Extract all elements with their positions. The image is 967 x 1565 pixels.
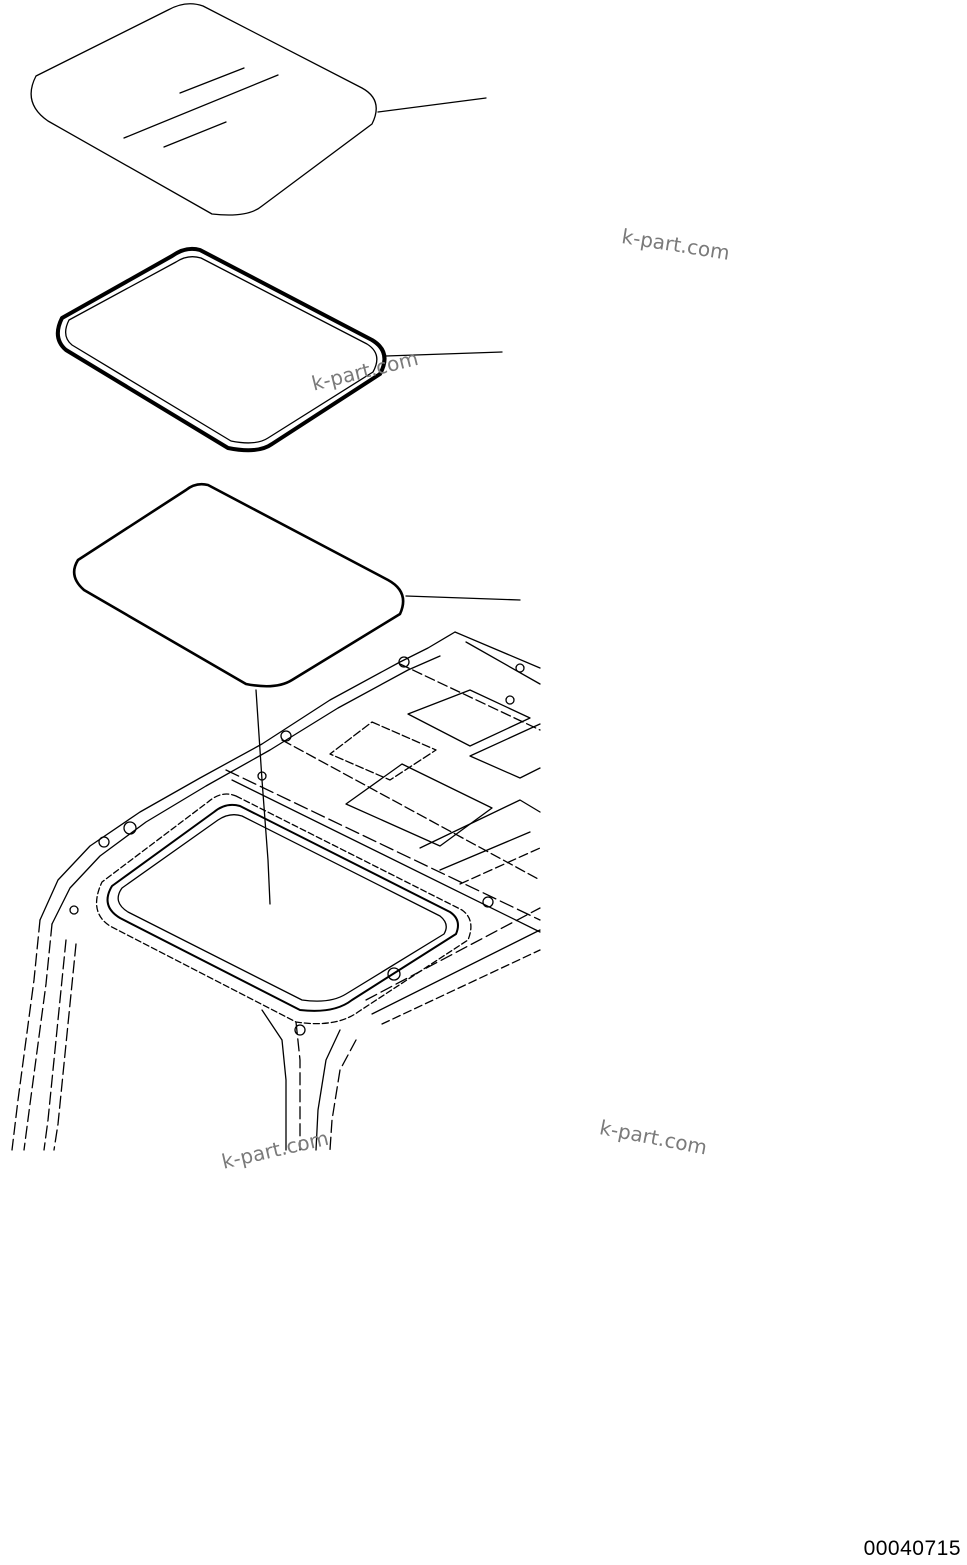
adhesive-frame	[72, 482, 405, 688]
leader-line-glass	[377, 97, 487, 113]
cab-roof-structure	[11, 631, 541, 1151]
leader-line-adhesive	[405, 595, 521, 601]
roof-glass-panel	[30, 3, 377, 216]
drawing-number: 00040715	[863, 1537, 961, 1560]
leader-line-opening	[255, 689, 271, 905]
glass-seal-frame	[55, 246, 387, 453]
leader-line-seal	[385, 351, 503, 357]
